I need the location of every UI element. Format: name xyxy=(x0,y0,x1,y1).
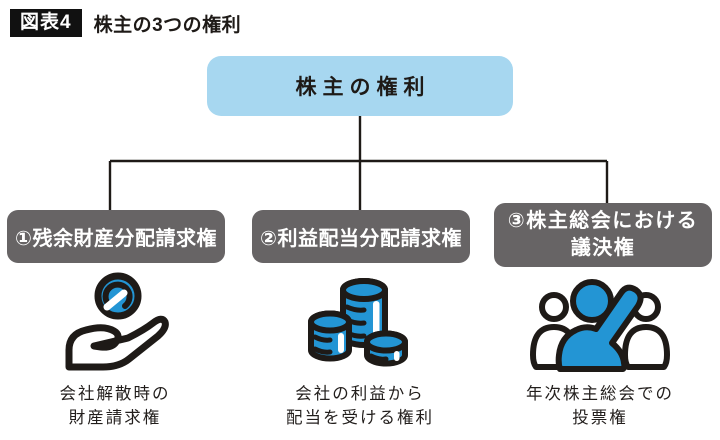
branch-box-residual-asset-claim: ①残余財産分配請求権 xyxy=(7,210,225,263)
figure-number-badge: 図表4 xyxy=(10,9,82,37)
caption-dividend-claim: 会社の利益から 配当を受ける権利 xyxy=(286,385,434,427)
branch-box-voting-right: ③株主総会における 議決権 xyxy=(494,203,712,267)
person-raising-hand-icon xyxy=(530,279,670,372)
figure-header: 図表4 株主の3つの権利 xyxy=(10,9,241,37)
root-node-shareholder-rights: 株主の権利 xyxy=(207,56,513,116)
caption-residual-asset-claim: 会社解散時の 財産請求権 xyxy=(59,385,171,427)
branch-box-dividend-claim: ②利益配当分配請求権 xyxy=(252,210,470,263)
caption-voting-right: 年次株主総会での 投票権 xyxy=(526,385,674,427)
hand-offering-coin-icon xyxy=(65,272,169,371)
figure-title: 株主の3つの権利 xyxy=(93,14,242,36)
coin-stacks-icon xyxy=(308,278,408,367)
